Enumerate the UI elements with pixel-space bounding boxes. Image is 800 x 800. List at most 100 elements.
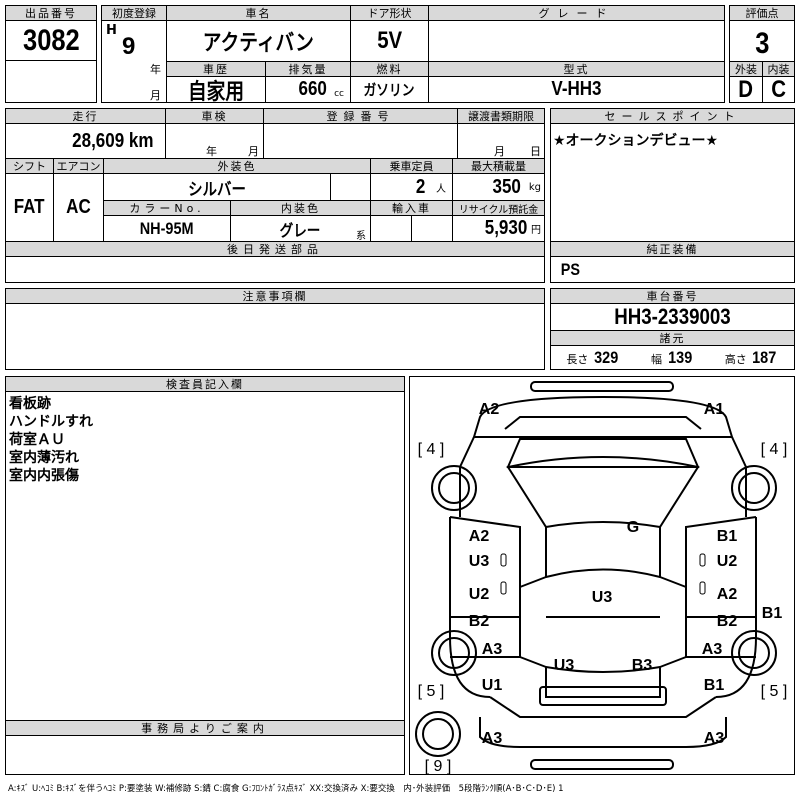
color-no-value: NH-95M — [103, 215, 231, 242]
specs-values: 長さ 329 幅 139 高さ 187 — [550, 345, 795, 370]
damage-label: B2 — [716, 613, 738, 630]
ext-color-label: 外装色 — [103, 158, 371, 174]
damage-diagram: A2 A1 [ 4 ] [ 4 ] A2 U3 G B1 U2 U2 B2 U3… — [409, 376, 795, 775]
int-color-label: 内装色 — [230, 200, 371, 216]
tire-label: [ 5 ] — [760, 683, 788, 700]
inspector-label: 検査員記入欄 — [5, 376, 405, 392]
equipment-value: PS — [550, 256, 795, 283]
max-load-value: 350 kg — [452, 173, 545, 201]
inspection-label: 車検 — [165, 108, 264, 124]
door-value: 5V — [350, 20, 429, 62]
car-name: アクティバン — [166, 20, 351, 62]
inspection-year-unit: 年 — [206, 145, 217, 158]
transfer-label: 譲渡書類期限 — [457, 108, 545, 124]
mileage-value: 28,609 km — [5, 123, 166, 159]
car-outline-icon — [415, 381, 777, 770]
year: 9 — [122, 33, 136, 60]
door-label: ドア形状 — [350, 5, 429, 21]
max-load-label: 最大積載量 — [452, 158, 545, 174]
transfer-value: 月 日 — [457, 123, 545, 159]
import-value-2 — [411, 215, 453, 242]
fuel-value: ガソリン — [350, 76, 429, 103]
shift-value: FAT — [5, 173, 54, 242]
model-label: 型式 — [428, 61, 725, 77]
spare-tire-label: [ 9 ] — [424, 758, 452, 775]
lot-blank — [5, 60, 97, 103]
ext-color-blank — [330, 173, 371, 201]
shift-label: シフト — [5, 158, 54, 174]
notes-label: 注意事項欄 — [5, 288, 545, 304]
height: 高さ 187 — [724, 347, 777, 367]
damage-label: A2 — [716, 586, 738, 603]
first-reg-value: H 9 年 月 — [101, 20, 167, 103]
inspector-notes: 看板跡 ハンドルすれ 荷室ＡＵ 室内薄汚れ 室内内張傷 — [5, 391, 405, 721]
office-body — [5, 735, 405, 775]
inspector-line: 荷室ＡＵ — [9, 432, 65, 448]
damage-label: B1 — [703, 677, 725, 694]
damage-label: A3 — [701, 641, 723, 658]
int-color-value: グレー系 — [230, 215, 371, 242]
damage-label: B1 — [716, 528, 738, 545]
damage-label: U3 — [468, 553, 490, 570]
later-parts-value — [5, 256, 545, 283]
ext-score: D — [729, 76, 763, 103]
damage-label: A3 — [703, 730, 725, 747]
chassis-label: 車台番号 — [550, 288, 795, 304]
era: H — [106, 23, 117, 38]
lot-label: 出品番号 — [5, 5, 97, 21]
aircon-label: エアコン — [53, 158, 104, 174]
import-label: 輸入車 — [370, 200, 453, 216]
tire-label: [ 4 ] — [417, 441, 445, 458]
inspection-value: 年 月 — [165, 123, 264, 159]
car-name-label: 車名 — [166, 5, 351, 21]
history-label: 車歴 — [166, 61, 266, 77]
damage-label: A1 — [703, 401, 725, 418]
displacement-label: 排気量 — [265, 61, 351, 77]
length: 長さ 329 — [566, 347, 619, 367]
ext-score-label: 外装 — [729, 61, 763, 77]
int-score: C — [762, 76, 795, 103]
damage-label: B3 — [631, 657, 653, 674]
damage-label: U3 — [591, 589, 613, 606]
first-reg-label: 初度登録 — [101, 5, 167, 21]
chassis-value: HH3-2339003 — [550, 303, 795, 331]
damage-label: B2 — [468, 613, 490, 630]
transfer-day-unit: 日 — [530, 145, 541, 158]
damage-label: A2 — [468, 528, 490, 545]
damage-label: A2 — [478, 401, 500, 418]
later-parts-label: 後日発送部品 — [5, 241, 545, 257]
transfer-month-unit: 月 — [494, 145, 505, 158]
sales-point-value: ★オークションデビュー★ — [550, 123, 795, 242]
damage-label: A3 — [481, 641, 503, 658]
import-value-1 — [370, 215, 412, 242]
inspector-line: 室内内張傷 — [9, 468, 79, 484]
inspector-line: 看板跡 — [9, 396, 51, 412]
capacity-label: 乗車定員 — [370, 158, 453, 174]
damage-label: A3 — [481, 730, 503, 747]
score-label: 評価点 — [729, 5, 795, 21]
grade-value — [428, 20, 725, 62]
recycle-label: リサイクル預託金 — [452, 200, 545, 216]
color-no-label: カラーNo. — [103, 200, 231, 216]
legend: A:ｷｽﾞ U:ﾍｺﾐ B:ｷｽﾞを伴うﾍｺﾐ P:要塗装 W:補修跡 S:錆 … — [8, 784, 564, 794]
inspector-line: 室内薄汚れ — [9, 450, 79, 466]
damage-label: U1 — [481, 677, 503, 694]
tire-label: [ 5 ] — [417, 683, 445, 700]
specs-label: 諸元 — [550, 330, 795, 346]
grade-label: グレード — [428, 5, 725, 21]
displacement-value: 660 cc — [265, 76, 351, 103]
damage-label: U3 — [553, 657, 575, 674]
aircon-value: AC — [53, 173, 104, 242]
reg-number-value — [263, 123, 458, 159]
sales-point-label: セールスポイント — [550, 108, 795, 124]
inspection-month-unit: 月 — [248, 145, 259, 158]
damage-label: B1 — [761, 605, 783, 622]
int-score-label: 内装 — [762, 61, 795, 77]
history-value: 自家用 — [166, 76, 266, 103]
ext-color-value: シルバー — [103, 173, 331, 201]
month-unit: 月 — [150, 89, 161, 102]
capacity-value: 2 人 — [370, 173, 453, 201]
mileage-label: 走行 — [5, 108, 166, 124]
notes-body — [5, 303, 545, 370]
